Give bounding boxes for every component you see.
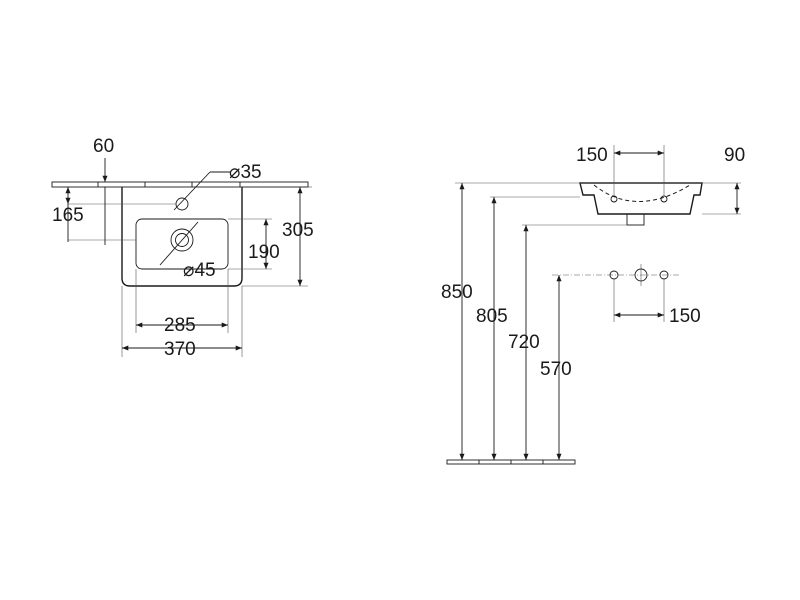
- dim-35-label: ⌀35: [229, 162, 262, 183]
- top-view: 60 165 ⌀35 305 190 ⌀45 285 370: [51, 136, 314, 360]
- dim-150-top-label: 150: [576, 145, 608, 166]
- hole-pattern: [552, 264, 680, 322]
- dim-90-label: 90: [724, 145, 745, 166]
- dim-805-label: 805: [476, 306, 508, 327]
- basin-bowl: [135, 218, 229, 270]
- floor-strip: [446, 459, 576, 465]
- basin-profile: [579, 182, 703, 226]
- dim-720-label: 720: [508, 332, 540, 353]
- dim-305-label: 305: [282, 220, 314, 241]
- dim-370-label: 370: [164, 339, 196, 360]
- dim-285-label: 285: [164, 315, 196, 336]
- basin-outline: [121, 187, 243, 287]
- side-view: 150 90 850 805 720 570 150: [441, 145, 745, 465]
- dim-570-label: 570: [540, 359, 572, 380]
- dim-165-label: 165: [52, 205, 84, 226]
- dim-45-label: ⌀45: [183, 260, 216, 281]
- dim-190-label: 190: [248, 242, 280, 263]
- wall-strip: [51, 181, 309, 188]
- dim-850-label: 850: [441, 282, 473, 303]
- drain: [170, 228, 194, 252]
- dim-150-bottom-label: 150: [669, 306, 701, 327]
- tap-hole: [175, 197, 189, 211]
- dim-60-label: 60: [93, 136, 114, 157]
